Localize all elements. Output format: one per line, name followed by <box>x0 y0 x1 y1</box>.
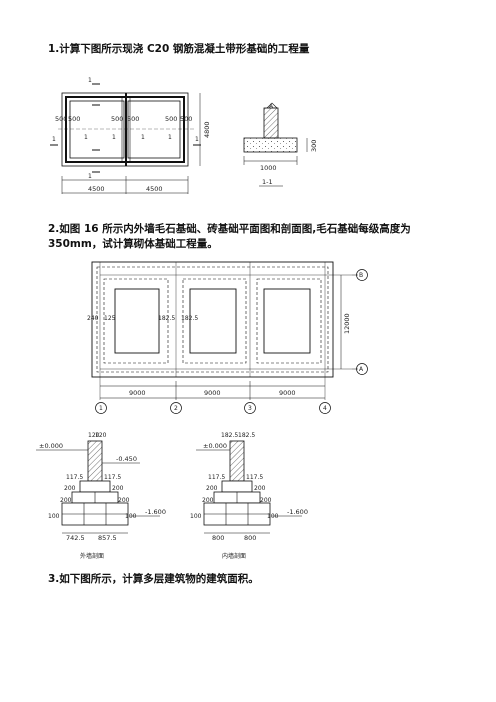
axis-4: 4 <box>323 405 327 412</box>
axis-a: A <box>359 366 364 373</box>
left-step-r2: 200 <box>112 485 124 492</box>
right-base-2: 800 <box>244 534 256 542</box>
left-base-2: 857.5 <box>98 534 117 542</box>
section-id-1: 1 <box>52 136 56 143</box>
question-2-line-1: 2.如图 16 所示内外墙毛石基础、砖基础平面图和剖面图,毛石基础每级高度为 <box>48 223 411 235</box>
figure-2-plan <box>91 261 368 414</box>
axis-b: B <box>359 272 363 279</box>
figure-2-labels: 9000 9000 9000 12000 240 125 182.5 182.5… <box>87 272 364 412</box>
left-step-r4: 100 <box>125 513 137 520</box>
dim-top-2: 500 <box>68 115 80 123</box>
right-base-1: 800 <box>212 534 224 542</box>
dim-bottom-1: 4500 <box>88 185 105 193</box>
dim-bay-2: 9000 <box>204 389 221 397</box>
right-step-l2: 200 <box>206 485 218 492</box>
dim-inner-1: 240 <box>87 315 99 322</box>
left-step-l3: 200 <box>60 497 72 504</box>
right-step-r1: 117.5 <box>246 474 263 481</box>
question-2-line-2: 350mm，试计算砌体基础工程量。 <box>48 238 218 250</box>
section-mark-top: 1 <box>88 77 92 84</box>
section-axis-mark: A <box>269 103 274 110</box>
dim-top-5: 500 <box>165 115 177 123</box>
figure-1-labels: 500 500 500 500 500 500 1 1 1 1 1 1 1 1 … <box>52 77 211 193</box>
right-level-bottom: -1.600 <box>287 508 308 516</box>
right-top-2: 182.5 <box>238 432 255 439</box>
dim-top-1: 500 <box>55 115 67 123</box>
dim-bay-3: 9000 <box>279 389 296 397</box>
left-base-1: 742.5 <box>66 534 85 542</box>
section-width: 1000 <box>260 164 277 172</box>
figure-3-left-labels: 120 120 ±0.000 -0.450 117.5 117.5 200 20… <box>39 432 166 560</box>
right-step-r4: 100 <box>267 513 279 520</box>
dim-inner-4: 182.5 <box>181 315 198 322</box>
left-step-r1: 117.5 <box>104 474 121 481</box>
axis-3: 3 <box>248 405 252 412</box>
section-mark-bottom: 1 <box>88 173 92 180</box>
section-id-6: 1 <box>195 136 199 143</box>
question-1: 1.计算下图所示现浇 C20 钢筋混凝土带形基础的工程量 <box>48 43 310 55</box>
dim-top-4: 500 <box>127 115 139 123</box>
axis-2: 2 <box>174 405 178 412</box>
figure-1-plan <box>50 83 201 194</box>
dim-inner-2: 125 <box>104 315 116 322</box>
left-level-ground: -0.450 <box>116 455 137 463</box>
section-id-5: 1 <box>168 134 172 141</box>
dim-bottom-2: 4500 <box>146 185 163 193</box>
figure-1-section <box>243 102 308 187</box>
right-step-l1: 117.5 <box>208 474 225 481</box>
dim-top-3: 500 <box>111 115 123 123</box>
left-level-bottom: -1.600 <box>145 508 166 516</box>
figure-1-section-labels: A 1000 300 1-1 <box>260 103 318 186</box>
dim-bay-1: 9000 <box>129 389 146 397</box>
left-caption: 外墙剖面 <box>80 552 104 560</box>
dim-inner-3: 182.5 <box>158 315 175 322</box>
section-id-4: 1 <box>141 134 145 141</box>
dim-depth: 12000 <box>343 313 351 334</box>
right-step-r2: 200 <box>254 485 266 492</box>
figure-3-right-labels: 182.5 182.5 ±0.000 117.5 117.5 200 200 2… <box>190 432 308 560</box>
left-step-l1: 117.5 <box>66 474 83 481</box>
right-step-l3: 200 <box>202 497 214 504</box>
right-level-top: ±0.000 <box>203 442 227 450</box>
dim-top-6: 500 <box>180 115 192 123</box>
left-step-l2: 200 <box>64 485 76 492</box>
left-level-top: ±0.000 <box>39 442 63 450</box>
question-2: 2.如图 16 所示内外墙毛石基础、砖基础平面图和剖面图,毛石基础每级高度为 3… <box>48 222 453 252</box>
right-step-r3: 200 <box>260 497 272 504</box>
question-3: 3.如下图所示，计算多层建筑物的建筑面积。 <box>48 573 259 585</box>
section-id-2: 1 <box>84 134 88 141</box>
right-top-1: 182.5 <box>221 432 238 439</box>
section-id-3: 1 <box>112 134 116 141</box>
left-top-2: 120 <box>95 432 107 439</box>
section-title: 1-1 <box>262 178 273 186</box>
figure-3-left-section <box>36 440 160 534</box>
left-step-l4: 100 <box>48 513 60 520</box>
right-step-l4: 100 <box>190 513 202 520</box>
figure-3-right-section <box>196 440 302 534</box>
left-top-1: 120 <box>88 432 100 439</box>
right-caption: 内墙剖面 <box>222 552 246 560</box>
left-step-r3: 200 <box>118 497 130 504</box>
dim-right: 4800 <box>203 121 211 138</box>
axis-1: 1 <box>99 405 103 412</box>
section-height: 300 <box>310 140 318 152</box>
